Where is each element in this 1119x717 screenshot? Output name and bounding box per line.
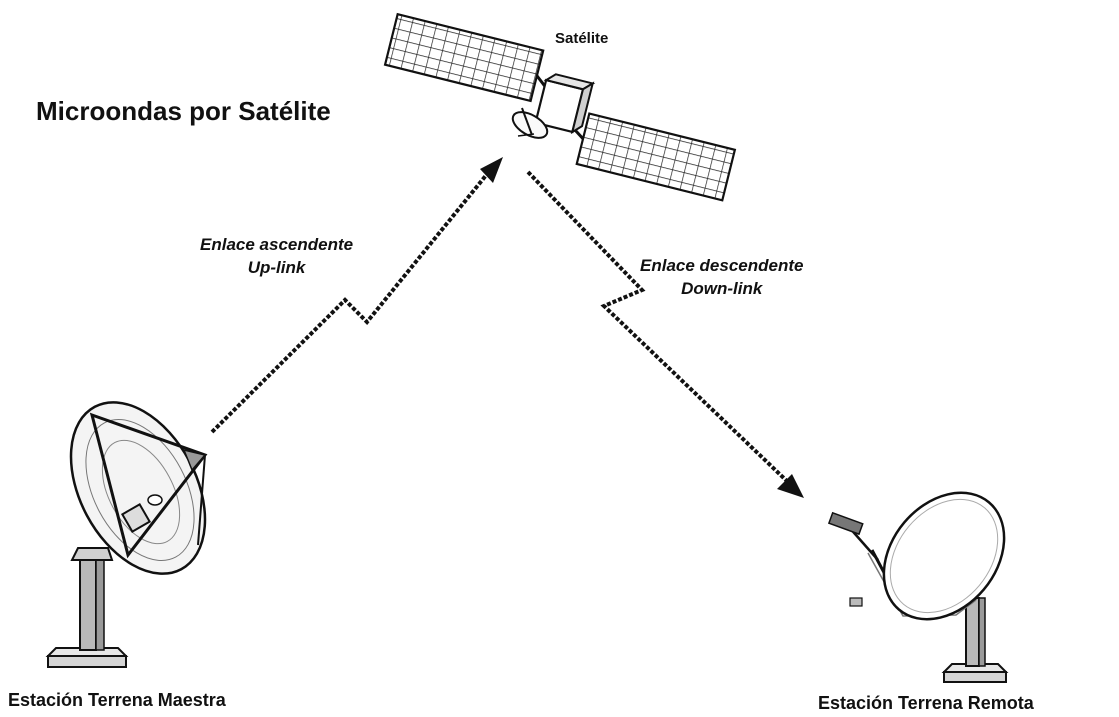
uplink-label-line1: Enlace ascendente xyxy=(200,235,354,254)
downlink-label: Enlace descendente Down-link xyxy=(640,254,803,300)
uplink-arrow xyxy=(210,157,503,434)
uplink-label-line2: Up-link xyxy=(247,258,306,277)
remote-station-dish-icon xyxy=(827,491,1009,683)
remote-station-label: Estación Terrena Remota xyxy=(818,693,1034,713)
master-station-label: Estación Terrena Maestra xyxy=(8,690,226,710)
uplink-label: Enlace ascendente Up-link xyxy=(200,233,353,279)
downlink-label-line1: Enlace descendente xyxy=(640,256,804,275)
satellite-label: Satélite xyxy=(555,30,609,47)
satellite-icon xyxy=(383,12,737,202)
master-station-dish-icon xyxy=(45,401,208,668)
downlink-label-line2: Down-link xyxy=(681,279,763,298)
downlink-arrow xyxy=(526,170,804,498)
diagram-title: Microondas por Satélite xyxy=(36,96,331,126)
